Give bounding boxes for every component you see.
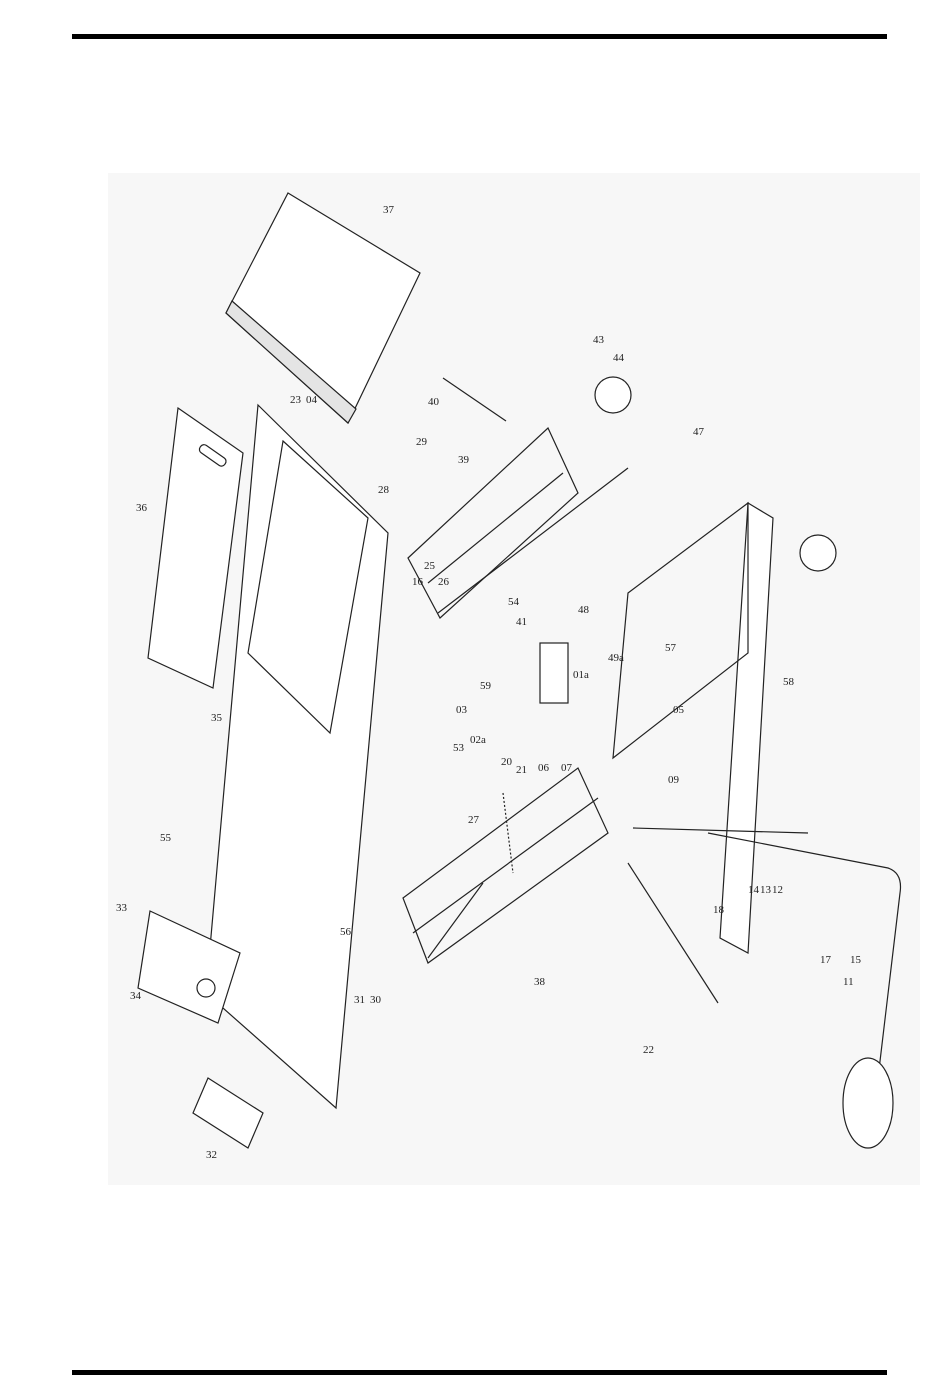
label-11: 11 xyxy=(843,976,854,988)
label-22: 22 xyxy=(643,1044,654,1056)
header-rule xyxy=(72,34,887,39)
part-39-frame xyxy=(408,428,578,618)
label-30: 30 xyxy=(370,994,382,1006)
label-34: 34 xyxy=(130,990,142,1002)
label-04: 04 xyxy=(306,394,318,406)
label-44: 44 xyxy=(613,352,625,364)
label-03: 03 xyxy=(456,704,468,716)
label-37: 37 xyxy=(383,204,395,216)
label-15: 15 xyxy=(850,954,862,966)
label-18: 18 xyxy=(713,904,725,916)
label-35: 35 xyxy=(211,712,223,724)
part-32-bracket xyxy=(193,1078,263,1148)
label-02a: 02a xyxy=(470,734,486,746)
label-40: 40 xyxy=(428,396,440,408)
label-56: 56 xyxy=(340,926,352,938)
label-53: 53 xyxy=(453,742,465,754)
part-27-spring xyxy=(503,793,513,873)
label-43: 43 xyxy=(593,334,605,346)
label-39: 39 xyxy=(458,454,470,466)
label-20: 20 xyxy=(501,756,513,768)
label-57: 57 xyxy=(665,642,677,654)
label-29: 29 xyxy=(416,436,428,448)
label-12: 12 xyxy=(772,884,783,896)
part-01a-cylinder xyxy=(540,643,568,703)
part-36-panel xyxy=(148,408,243,688)
label-17: 17 xyxy=(820,954,832,966)
label-31: 31 xyxy=(354,994,365,1006)
label-48: 48 xyxy=(578,604,590,616)
label-28: 28 xyxy=(378,484,390,496)
label-25: 25 xyxy=(424,560,436,572)
label-07: 07 xyxy=(561,762,573,774)
label-06: 06 xyxy=(538,762,550,774)
label-33: 33 xyxy=(116,902,128,914)
label-36: 36 xyxy=(136,502,148,514)
label-21: 21 xyxy=(516,764,527,776)
label-59: 59 xyxy=(480,680,492,692)
label-09: 09 xyxy=(668,774,680,786)
footer-rule xyxy=(72,1370,887,1375)
label-47: 47 xyxy=(693,426,705,438)
label-16: 16 xyxy=(412,576,424,588)
exploded-parts-diagram: 37 36 35 34 33 32 40 39 38 22 11 44 43 4… xyxy=(108,173,920,1185)
label-41: 41 xyxy=(516,616,527,628)
label-26: 26 xyxy=(438,576,450,588)
label-27: 27 xyxy=(468,814,480,826)
label-32: 32 xyxy=(206,1149,217,1161)
label-23: 23 xyxy=(290,394,302,406)
part-22-rod xyxy=(628,863,718,1003)
label-54: 54 xyxy=(508,596,520,608)
label-01a: 01a xyxy=(573,669,589,681)
label-58: 58 xyxy=(783,676,795,688)
part-40-rod xyxy=(443,378,506,421)
label-38: 38 xyxy=(534,976,546,988)
part-44-wheel xyxy=(595,377,631,413)
label-05: 05 xyxy=(673,704,685,716)
part-44-wheel xyxy=(800,535,836,571)
label-13: 13 xyxy=(760,884,772,896)
label-55: 55 xyxy=(160,832,172,844)
label-49a: 49a xyxy=(608,652,624,664)
label-14: 14 xyxy=(748,884,760,896)
